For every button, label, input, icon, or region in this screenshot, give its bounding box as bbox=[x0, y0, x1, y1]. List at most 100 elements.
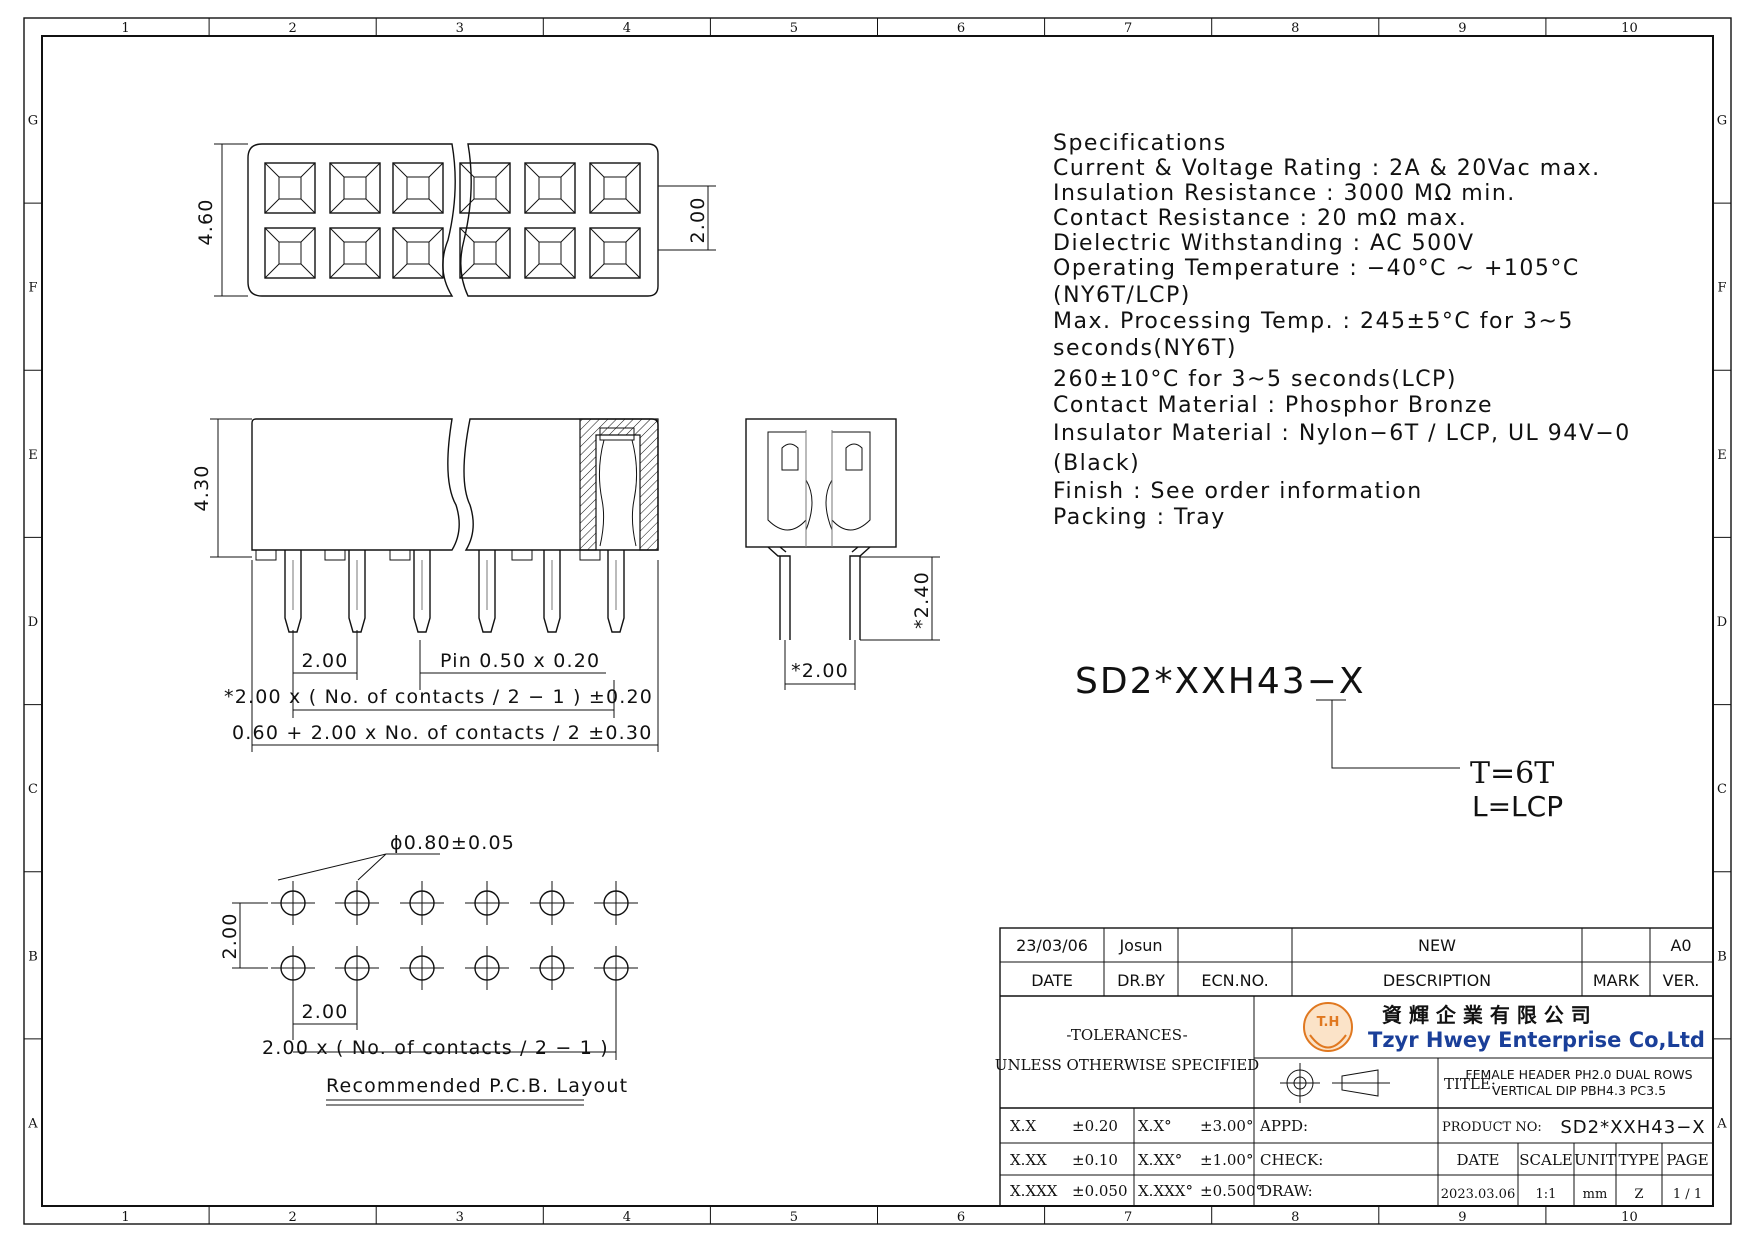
row-marker-left: E bbox=[28, 448, 38, 463]
tolerance-value: ±0.20 bbox=[1072, 1117, 1118, 1135]
tail-length-label: *2.40 bbox=[911, 571, 933, 629]
column-marker-bottom: 7 bbox=[1124, 1210, 1132, 1225]
contact-cell bbox=[459, 162, 511, 214]
spec-line: Packing : Tray bbox=[1053, 505, 1226, 530]
contact-cell bbox=[264, 162, 316, 214]
spec-line: Dielectric Withstanding : AC 500V bbox=[1053, 231, 1475, 256]
rev-description: NEW bbox=[1418, 936, 1456, 955]
pin-size-label: Pin 0.50 x 0.20 bbox=[440, 650, 600, 672]
contact-cell bbox=[524, 227, 576, 279]
contact-pin bbox=[478, 550, 496, 633]
rev-version: A0 bbox=[1670, 936, 1691, 955]
pcb-pitch-label: 2.00 bbox=[301, 1001, 348, 1023]
tolerance-value: ±0.10 bbox=[1072, 1151, 1118, 1169]
span-formula-label: *2.00 x ( No. of contacts / 2 − 1 ) ±0.2… bbox=[224, 686, 653, 708]
company-chinese-name: 資 輝 企 業 有 限 公 司 bbox=[1382, 1003, 1591, 1027]
column-marker-top: 8 bbox=[1291, 21, 1299, 36]
angle-tolerance-label: X.XXX° bbox=[1138, 1182, 1193, 1200]
tolerance-label: X.XXX bbox=[1010, 1182, 1058, 1200]
spec-line: Insulator Material : Nylon−6T / LCP, UL … bbox=[1053, 421, 1631, 446]
spec-line: 260±10°C for 3~5 seconds(LCP) bbox=[1053, 367, 1457, 392]
column-marker-bottom: 10 bbox=[1621, 1210, 1638, 1225]
pcb-layout-title: Recommended P.C.B. Layout bbox=[326, 1075, 628, 1097]
spec-heading: Specifications bbox=[1053, 131, 1227, 156]
contact-cell bbox=[392, 227, 444, 279]
spec-line: Current & Voltage Rating : 2A & 20Vac ma… bbox=[1053, 156, 1601, 181]
contact-pin bbox=[543, 550, 561, 633]
revision-header: DESCRIPTION bbox=[1383, 971, 1491, 990]
option-6t: T=6T bbox=[1470, 756, 1554, 791]
row-marker-left: A bbox=[27, 1116, 38, 1131]
row-marker-right: C bbox=[1717, 782, 1727, 797]
top-height-label: 4.60 bbox=[195, 198, 217, 245]
row-pitch-label: 2.00 bbox=[687, 196, 709, 243]
column-marker-top: 9 bbox=[1458, 21, 1466, 36]
spec-line: seconds(NY6T) bbox=[1053, 336, 1237, 361]
spec-line: Operating Temperature : −40°C ~ +105°C bbox=[1053, 256, 1580, 281]
check-label: CHECK: bbox=[1260, 1151, 1323, 1169]
spec-line: Insulation Resistance : 3000 MΩ min. bbox=[1053, 181, 1516, 206]
tolerances-note: UNLESS OTHERWISE SPECIFIED bbox=[995, 1056, 1259, 1074]
angle-tolerance-label: X.X° bbox=[1138, 1117, 1172, 1135]
row-marker-left: G bbox=[28, 114, 38, 129]
specifications: Specifications Current & Voltage Rating … bbox=[1053, 131, 1631, 530]
column-marker-top: 6 bbox=[957, 21, 965, 36]
row-marker-right: A bbox=[1716, 1116, 1727, 1131]
length-formula-label: 0.60 + 2.00 x No. of contacts / 2 ±0.30 bbox=[232, 722, 653, 744]
pitch-label: 2.00 bbox=[301, 650, 348, 672]
revision-header: DR.BY bbox=[1117, 971, 1165, 990]
contact-cell bbox=[589, 162, 641, 214]
column-marker-bottom: 1 bbox=[121, 1210, 129, 1225]
tolerance-label: X.XX bbox=[1010, 1151, 1047, 1169]
info-header: TYPE bbox=[1619, 1151, 1660, 1169]
column-marker-bottom: 3 bbox=[456, 1210, 464, 1225]
column-marker-top: 4 bbox=[623, 21, 631, 36]
draw-label: DRAW: bbox=[1260, 1182, 1313, 1200]
column-marker-top: 10 bbox=[1621, 21, 1638, 36]
row-marker-right: D bbox=[1717, 615, 1727, 630]
angle-tolerance-value: ±1.00° bbox=[1200, 1151, 1253, 1169]
company-logo: T.H bbox=[1303, 1002, 1353, 1052]
contact-cell bbox=[524, 162, 576, 214]
row-marker-right: B bbox=[1717, 949, 1727, 964]
option-lcp: L=LCP bbox=[1472, 790, 1563, 823]
product-no: SD2*XXH43−X bbox=[1560, 1117, 1705, 1138]
revision-header: DATE bbox=[1031, 971, 1073, 990]
company-english-name: Tzyr Hwey Enterprise Co,Ltd bbox=[1368, 1028, 1705, 1052]
row-marker-left: D bbox=[28, 615, 38, 630]
pcb-span-label: 2.00 x ( No. of contacts / 2 − 1 ) bbox=[262, 1037, 609, 1059]
angle-tolerance-label: X.XX° bbox=[1138, 1151, 1182, 1169]
info-header: UNIT bbox=[1574, 1151, 1616, 1169]
part-code: SD2*XXH43−X T=6T L=LCP bbox=[1075, 661, 1563, 823]
part-number: SD2*XXH43−X bbox=[1075, 661, 1366, 702]
info-value: Z bbox=[1634, 1187, 1643, 1202]
spec-line: Finish : See order information bbox=[1053, 479, 1423, 504]
rev-drawn-by: Josun bbox=[1118, 936, 1162, 955]
column-marker-bottom: 9 bbox=[1458, 1210, 1466, 1225]
info-value: 2023.03.06 bbox=[1441, 1187, 1515, 1202]
side-height-label: 4.30 bbox=[191, 464, 213, 511]
row-marker-left: B bbox=[28, 949, 38, 964]
pcb-row-pitch-label: 2.00 bbox=[219, 912, 241, 959]
spec-line: Max. Processing Temp. : 245±5°C for 3~5 bbox=[1053, 309, 1574, 334]
end-view: *2.40 *2.00 bbox=[745, 418, 940, 690]
tolerance-value: ±0.050 bbox=[1072, 1182, 1128, 1200]
title-label: TITLE: bbox=[1444, 1075, 1496, 1093]
row-marker-left: F bbox=[28, 281, 37, 296]
column-marker-bottom: 4 bbox=[623, 1210, 631, 1225]
info-value: mm bbox=[1583, 1187, 1608, 1202]
contact-cell bbox=[329, 227, 381, 279]
column-marker-top: 5 bbox=[790, 21, 798, 36]
column-marker-top: 1 bbox=[121, 21, 129, 36]
contact-cell bbox=[392, 162, 444, 214]
pcb-layout: ϕ0.80±0.05 2.00 2.00 2.00 x ( No. of con… bbox=[219, 832, 638, 1106]
column-marker-top: 7 bbox=[1124, 21, 1132, 36]
info-header: SCALE bbox=[1519, 1151, 1573, 1169]
projection-symbol bbox=[1280, 1063, 1390, 1103]
spec-line: Contact Material : Phosphor Bronze bbox=[1053, 393, 1493, 418]
tolerances-title: -TOLERANCES- bbox=[1066, 1026, 1187, 1044]
info-value: 1:1 bbox=[1536, 1187, 1557, 1202]
